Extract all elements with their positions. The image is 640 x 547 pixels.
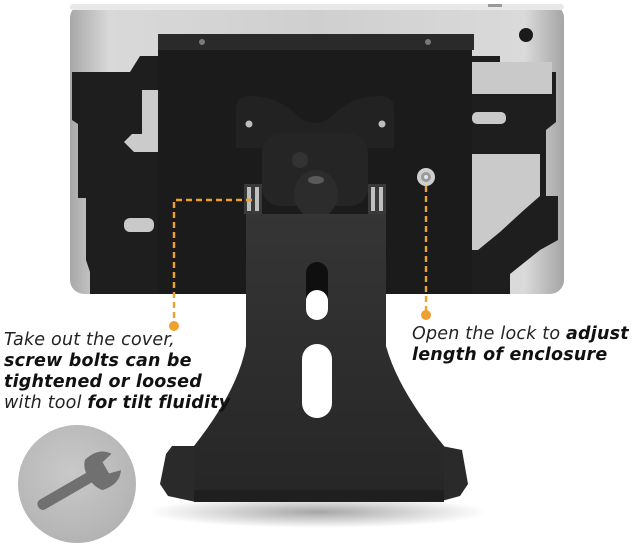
right-line-2: length of enclosure — [412, 345, 608, 365]
right-line-1a: Open the lock to — [412, 324, 567, 344]
stand — [148, 214, 488, 528]
left-line-3: tightened or loosed — [4, 372, 202, 392]
annotation-callout-left — [169, 198, 252, 331]
camera-icon — [519, 28, 533, 42]
annotation-right-text: Open the lock to adjust length of enclos… — [412, 324, 640, 366]
left-line-1: Take out the cover, — [4, 330, 175, 350]
left-line-4b: for tilt fluidity — [87, 393, 231, 413]
wrench-inset — [18, 425, 136, 543]
wrench-icon — [37, 451, 121, 510]
right-line-1b: adjust — [566, 324, 629, 344]
annotation-callout-right — [421, 186, 431, 320]
annotation-left-text: Take out the cover, screw bolts can be t… — [4, 330, 244, 414]
left-line-4a: with tool — [4, 393, 88, 413]
bolt-right — [368, 184, 386, 214]
left-line-2: screw bolts can be — [4, 351, 192, 371]
lock-icon — [417, 168, 435, 186]
enclosure — [72, 34, 558, 294]
